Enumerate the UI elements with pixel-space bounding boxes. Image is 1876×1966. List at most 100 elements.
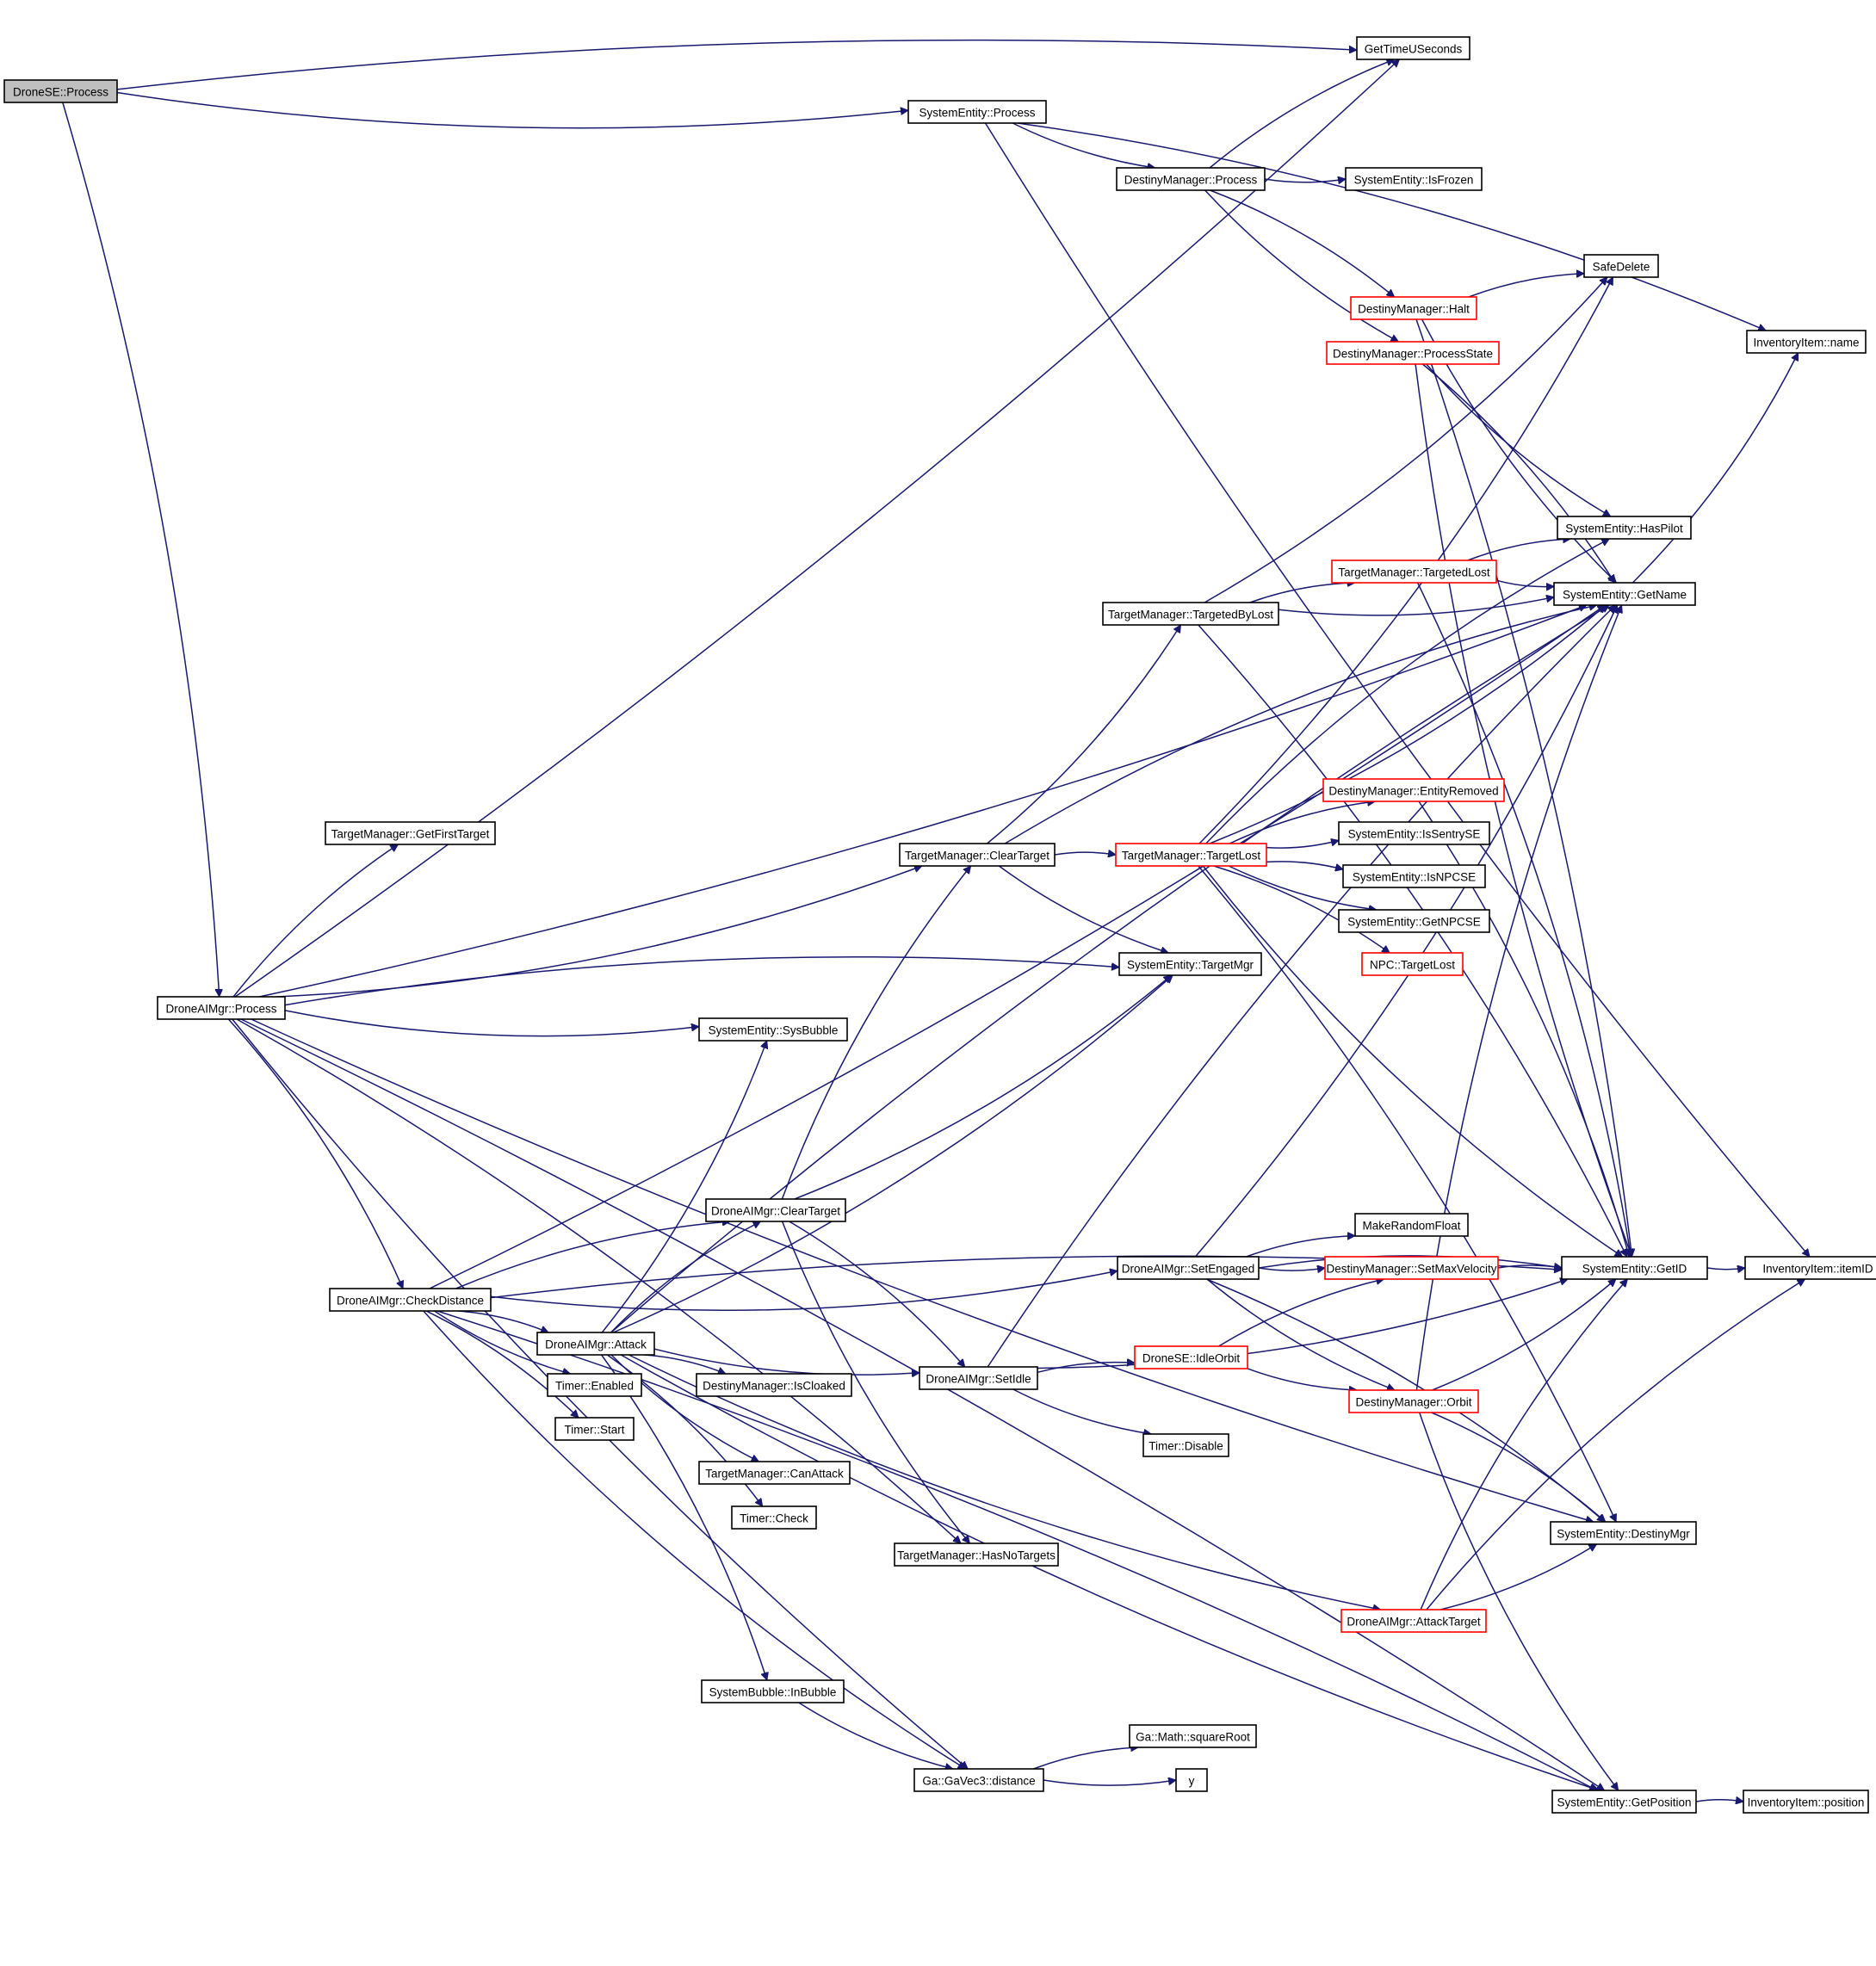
node-timer-start[interactable]: Timer::Start [554,1417,635,1441]
node-inventoryitem-itemid[interactable]: InventoryItem::itemID [1744,1256,1876,1280]
node-systementity-destinymgr[interactable]: SystemEntity::DestinyMgr [1550,1521,1697,1545]
node-y[interactable]: y [1175,1768,1208,1792]
node-box[interactable] [1354,1213,1469,1237]
node-droneaimgr-setidle[interactable]: DroneAIMgr::SetIdle [919,1366,1038,1390]
node-box[interactable] [1175,1768,1208,1792]
node-box[interactable] [1744,1256,1876,1280]
node-ga-math-squareroot[interactable]: Ga::Math::squareRoot [1129,1724,1257,1748]
node-droneaimgr-checkdistance[interactable]: DroneAIMgr::CheckDistance [329,1288,492,1312]
node-droneaimgr-process[interactable]: DroneAIMgr::Process [157,996,286,1020]
node-box[interactable] [1117,1256,1260,1280]
node-destinymanager-iscloaked[interactable]: DestinyManager::IsCloaked [696,1373,852,1397]
node-box[interactable] [1338,821,1490,845]
node-droneaimgr-attack[interactable]: DroneAIMgr::Attack [536,1332,655,1356]
node-box[interactable] [919,1366,1038,1390]
node-box[interactable] [1350,296,1477,320]
node-ga-gavec3-distance[interactable]: Ga::GaVec3::distance [913,1768,1044,1792]
node-box[interactable] [536,1332,655,1356]
node-box[interactable] [1340,1609,1487,1633]
node-makerandomfloat[interactable]: MakeRandomFloat [1354,1213,1469,1237]
node-box[interactable] [1331,560,1497,584]
node-box[interactable] [1118,952,1262,976]
node-timer-check[interactable]: Timer::Check [731,1505,817,1530]
node-box[interactable] [547,1373,642,1397]
node-inventoryitem-name[interactable]: InventoryItem::name [1746,330,1867,354]
node-box[interactable] [1583,254,1659,278]
node-box[interactable] [1743,1790,1869,1814]
node-box[interactable] [698,1017,848,1042]
node-box[interactable] [1550,1521,1697,1545]
node-box[interactable] [1551,1790,1697,1814]
node-box[interactable] [731,1505,817,1530]
node-box[interactable] [907,100,1047,124]
node-box[interactable] [1356,36,1470,60]
node-box[interactable] [1345,167,1483,191]
node-timer-enabled[interactable]: Timer::Enabled [547,1373,642,1397]
node-targetmanager-cleartarget[interactable]: TargetManager::ClearTarget [899,843,1056,867]
node-dronese-idleorbit[interactable]: DroneSE::IdleOrbit [1134,1345,1248,1369]
node-box[interactable] [1129,1724,1257,1748]
node-box[interactable] [1142,1433,1229,1457]
node-box[interactable] [899,843,1056,867]
node-box[interactable] [157,996,286,1020]
node-box[interactable] [701,1679,845,1703]
node-timer-disable[interactable]: Timer::Disable [1142,1433,1229,1457]
node-box[interactable] [1561,1256,1708,1280]
node-box[interactable] [554,1417,635,1441]
node-box[interactable] [1326,341,1500,365]
node-targetmanager-targetlost[interactable]: TargetManager::TargetLost [1115,843,1267,867]
node-systementity-targetmgr[interactable]: SystemEntity::TargetMgr [1118,952,1262,976]
node-systementity-getposition[interactable]: SystemEntity::GetPosition [1551,1790,1697,1814]
node-box[interactable] [1557,516,1692,540]
node-destinymanager-process[interactable]: DestinyManager::Process [1116,167,1266,191]
node-box[interactable] [1553,582,1696,606]
node-systementity-issentryse[interactable]: SystemEntity::IsSentrySE [1338,821,1490,845]
node-targetmanager-targetedlost[interactable]: TargetManager::TargetedLost [1331,560,1497,584]
node-systementity-process[interactable]: SystemEntity::Process [907,100,1047,124]
node-box[interactable] [1342,864,1486,888]
node-box[interactable] [1348,1389,1479,1413]
node-safedelete[interactable]: SafeDelete [1583,254,1659,278]
node-box[interactable] [1102,602,1279,626]
node-systementity-getname[interactable]: SystemEntity::GetName [1553,582,1696,606]
node-box[interactable] [696,1373,852,1397]
node-box[interactable] [1338,909,1490,933]
node-systembubble-inbubble[interactable]: SystemBubble::InBubble [701,1679,845,1703]
node-droneaimgr-setengaged[interactable]: DroneAIMgr::SetEngaged [1117,1256,1260,1280]
node-box[interactable] [325,821,496,845]
node-systementity-getnpcse[interactable]: SystemEntity::GetNPCSE [1338,909,1490,933]
node-inventoryitem-position[interactable]: InventoryItem::position [1743,1790,1869,1814]
node-box[interactable] [1361,952,1464,976]
node-destinymanager-entityremoved[interactable]: DestinyManager::EntityRemoved [1322,778,1505,802]
node-targetmanager-getfirsttarget[interactable]: TargetManager::GetFirstTarget [325,821,496,845]
node-targetmanager-canattack[interactable]: TargetManager::CanAttack [698,1461,851,1485]
node-box[interactable] [1324,1256,1499,1280]
node-destinymanager-setmaxvelocity[interactable]: DestinyManager::SetMaxVelocity [1324,1256,1499,1280]
node-box[interactable] [3,79,118,103]
node-box[interactable] [698,1461,851,1485]
node-box[interactable] [1746,330,1867,354]
node-targetmanager-targetedbylost[interactable]: TargetManager::TargetedByLost [1102,602,1279,626]
node-destinymanager-processstate[interactable]: DestinyManager::ProcessState [1326,341,1500,365]
node-systementity-isfrozen[interactable]: SystemEntity::IsFrozen [1345,167,1483,191]
node-droneaimgr-cleartarget[interactable]: DroneAIMgr::ClearTarget [705,1198,846,1222]
node-npc-targetlost[interactable]: NPC::TargetLost [1361,952,1464,976]
node-droneaimgr-attacktarget[interactable]: DroneAIMgr::AttackTarget [1340,1609,1487,1633]
node-destinymanager-halt[interactable]: DestinyManager::Halt [1350,296,1477,320]
node-destinymanager-orbit[interactable]: DestinyManager::Orbit [1348,1389,1479,1413]
node-systementity-sysbubble[interactable]: SystemEntity::SysBubble [698,1017,848,1042]
node-systementity-isnpcse[interactable]: SystemEntity::IsNPCSE [1342,864,1486,888]
node-box[interactable] [705,1198,846,1222]
node-box[interactable] [913,1768,1044,1792]
node-gettimeuseconds[interactable]: GetTimeUSeconds [1356,36,1470,60]
node-box[interactable] [1116,167,1266,191]
node-systementity-getid[interactable]: SystemEntity::GetID [1561,1256,1708,1280]
node-targetmanager-hasnotargets[interactable]: TargetManager::HasNoTargets [894,1543,1059,1567]
node-box[interactable] [1115,843,1267,867]
node-box[interactable] [894,1543,1059,1567]
node-box[interactable] [329,1288,492,1312]
node-dronese-process[interactable]: DroneSE::Process [3,79,118,103]
node-box[interactable] [1134,1345,1248,1369]
node-systementity-haspilot[interactable]: SystemEntity::HasPilot [1557,516,1692,540]
node-box[interactable] [1322,778,1505,802]
